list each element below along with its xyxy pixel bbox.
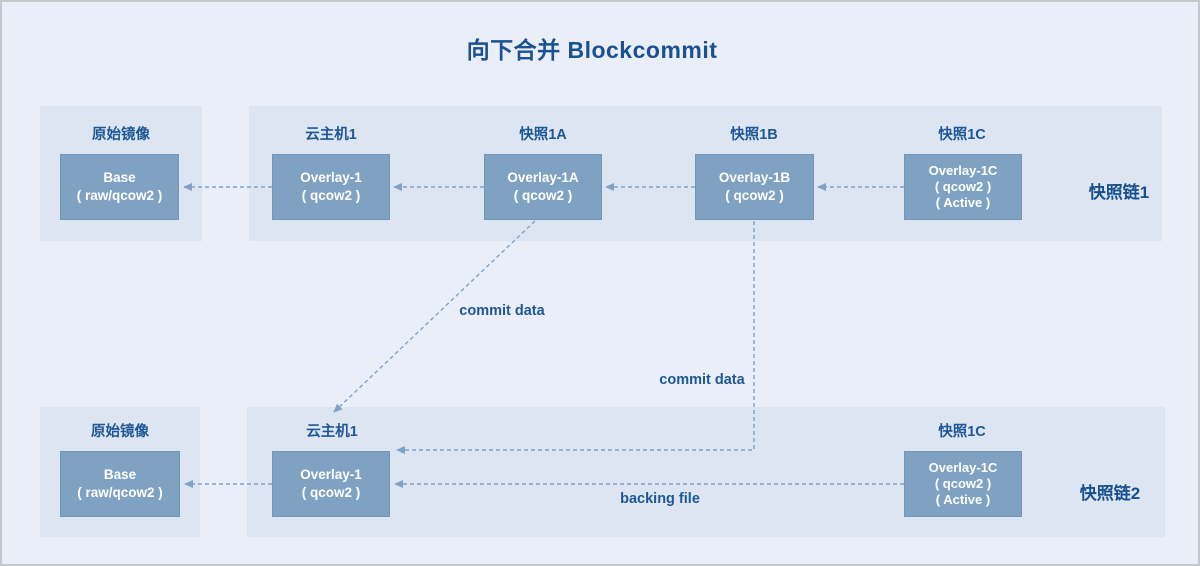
node-text-line: ( qcow2 ) (934, 178, 992, 194)
node-text-line: ( qcow2 ) (725, 188, 784, 203)
chain1-title: 快照链1 (1088, 183, 1150, 202)
node-text-line: Overlay-1C (928, 459, 998, 475)
node-text-line: Overlay-1 (300, 467, 362, 483)
annotation-commit-data-lower: commit data (659, 372, 745, 388)
node-text-line: Base (103, 467, 137, 483)
node-text-line: ( raw/qcow2 ) (77, 485, 163, 500)
node-text-line: Overlay-1 (300, 170, 362, 186)
node-text-line: Overlay-1C (928, 162, 998, 178)
node-overlay1-chain1: Overlay-1 ( qcow2 ) (272, 154, 390, 220)
node-text-line: ( qcow2 ) (934, 475, 992, 491)
node-base-chain2: Base ( raw/qcow2 ) (60, 451, 180, 517)
node-text-line: ( qcow2 ) (301, 188, 361, 203)
node-text-line: ( Active ) (935, 492, 991, 508)
node-label-source-chain1: 原始镜像 (92, 127, 150, 143)
node-text-line: ( raw/qcow2 ) (76, 188, 163, 203)
annotation-backing-file: backing file (620, 491, 700, 507)
node-label-snap1c-chain1: 快照1C (938, 127, 986, 143)
node-overlay1-chain2: Overlay-1 ( qcow2 ) (272, 451, 390, 517)
node-text-line: ( Active ) (935, 195, 991, 211)
node-text-line: ( qcow2 ) (513, 188, 573, 203)
node-label-host-chain1: 云主机1 (305, 127, 357, 143)
node-text-line: Overlay-1B (718, 170, 791, 186)
node-label-snap1c-chain2: 快照1C (938, 424, 986, 440)
chain2-title: 快照链2 (1079, 484, 1141, 503)
node-label-snap1a: 快照1A (519, 127, 567, 143)
node-label-snap1b: 快照1B (730, 127, 778, 143)
node-label-source-chain2: 原始镜像 (91, 424, 149, 440)
node-base-chain1: Base ( raw/qcow2 ) (60, 154, 179, 220)
node-text-line: Base (103, 170, 136, 186)
node-overlay1c-chain1: Overlay-1C ( qcow2 ) ( Active ) (904, 154, 1022, 220)
node-overlay1b: Overlay-1B ( qcow2 ) (695, 154, 814, 220)
node-label-host-chain2: 云主机1 (306, 424, 358, 440)
node-overlay1c-chain2: Overlay-1C ( qcow2 ) ( Active ) (904, 451, 1022, 517)
node-overlay1a: Overlay-1A ( qcow2 ) (484, 154, 602, 220)
node-text-line: Overlay-1A (507, 170, 579, 186)
node-text-line: ( qcow2 ) (301, 485, 361, 500)
page-title: 向下合并 Blockcommit (466, 37, 718, 63)
annotation-commit-data-upper: commit data (459, 303, 545, 319)
